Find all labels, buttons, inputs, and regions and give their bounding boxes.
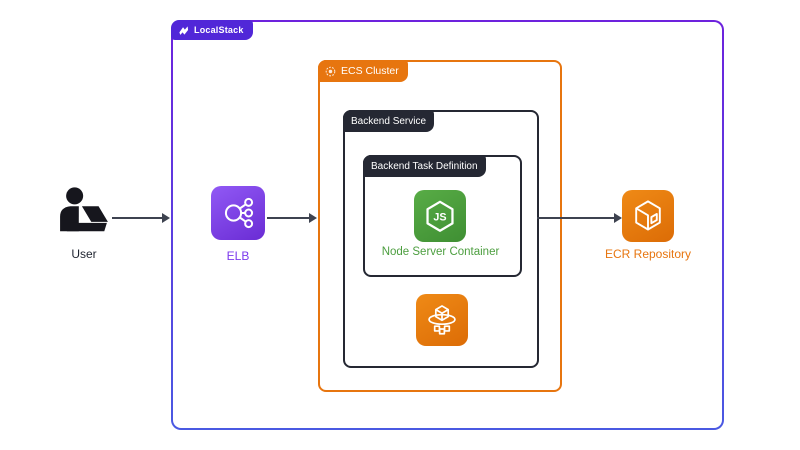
localstack-logo-icon (178, 25, 189, 36)
backend-task-definition-tag: Backend Task Definition (363, 155, 486, 177)
backend-service-group-box (343, 110, 539, 368)
node-server-container-label: Node Server Container (381, 246, 500, 258)
arrow-elb-to-ecs-cluster (267, 213, 317, 223)
nodejs-hexagon-icon: JS (414, 190, 466, 242)
ecs-cluster-tag: ECS Cluster (318, 60, 408, 82)
localstack-tag-label: LocalStack (194, 25, 244, 35)
arrow-user-to-localstack (112, 213, 170, 223)
localstack-tag: LocalStack (171, 20, 253, 40)
backend-task-definition-tag-label: Backend Task Definition (371, 160, 478, 172)
ecr-repository-label: ECR Repository (604, 247, 692, 261)
ecs-cluster-group-box (318, 60, 562, 392)
ecs-cluster-tag-label: ECS Cluster (341, 65, 399, 77)
backend-service-tag-label: Backend Service (351, 115, 427, 127)
elb-label: ELB (226, 249, 250, 263)
ecs-cluster-icon (325, 66, 336, 77)
arrow-backend-service-to-ecr (537, 213, 622, 223)
user-label: User (71, 247, 97, 261)
elastic-load-balancer-icon (211, 186, 265, 240)
ecr-repository-cube-icon (622, 190, 674, 242)
user-laptop-icon (58, 185, 110, 240)
nodejs-js-text: JS (433, 212, 446, 224)
ecs-service-cube-icon (416, 294, 468, 346)
backend-service-tag: Backend Service (343, 110, 435, 132)
